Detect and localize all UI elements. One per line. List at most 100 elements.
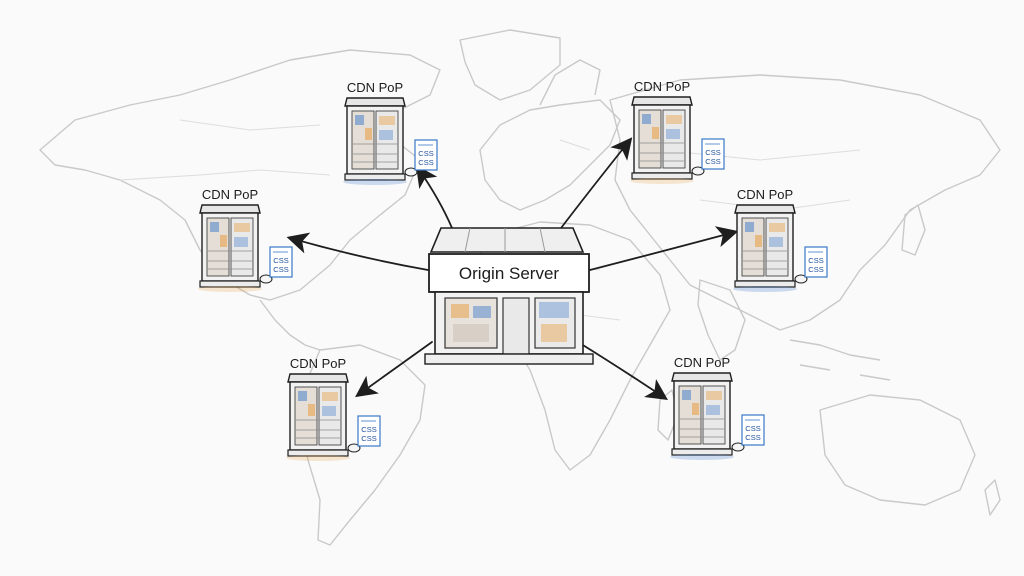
kiosk-window-left [741,217,765,277]
asia-outline [609,74,1001,331]
css-file-text-2: CSS [705,157,720,166]
css-file-paper [414,139,438,171]
kiosk-poster-blue [745,222,754,232]
southeast-asia-islands-outline [789,339,891,381]
kiosk-shelf-items [706,391,722,400]
kiosk-shelf-items [322,392,338,401]
css-file-paper [741,414,765,446]
cdn-pop-label: CDN PoP [202,187,258,202]
css-file-text-1: CSS [418,149,433,158]
kiosk-shadow [630,178,694,184]
kiosk-roof [287,373,349,383]
css-file-paper [269,246,293,278]
origin-door [502,297,530,355]
cup-icon [794,274,808,284]
cdn-pop-label: CDN PoP [347,80,403,95]
kiosk-poster-orange [755,235,762,247]
kiosk-window-right [230,217,254,277]
kiosk-roof [344,97,406,107]
css-file-text-2: CSS [808,265,823,274]
css-file-text-1: CSS [273,256,288,265]
central-america-outline [259,299,321,351]
kiosk-roof [631,96,693,106]
kiosk-shelf-items [769,223,785,232]
north-america-outline [39,49,441,301]
kiosk-roof [734,204,796,214]
origin-cabinet [541,324,567,342]
css-file-text-2: CSS [745,433,760,442]
origin-server-label: Origin Server [459,264,559,283]
australia-outline [819,394,976,506]
arrow-to-north-america-north [415,165,453,229]
kiosk-screen [706,405,720,415]
css-file-text-2: CSS [361,434,376,443]
kiosk-screen [234,237,248,247]
css-file-text-1: CSS [705,148,720,157]
kiosk-screen [666,129,680,139]
kiosk-shelf-items [379,116,395,125]
kiosk-window-right [702,385,726,445]
kiosk-poster-blue [298,391,307,401]
arrow-to-asia [589,226,739,271]
origin-base [424,353,594,365]
europe-outline [479,99,621,211]
origin-server: Origin Server [424,227,594,365]
css-file-text-2: CSS [418,158,433,167]
arrow-to-europe [557,137,633,233]
greenland-outline [459,29,561,101]
kiosk-poster-orange [692,403,699,415]
css-file-paper [804,246,828,278]
kiosk-base [631,172,693,180]
cup-icon [347,443,361,453]
india-outline [697,279,746,361]
cdn-pop-label: CDN PoP [674,355,730,370]
kiosk-screen [322,406,336,416]
kiosk-shadow [343,179,407,185]
kiosk-poster-blue [210,222,219,232]
origin-roof-lines [464,227,546,253]
kiosk-window-right [765,217,789,277]
css-file-text-1: CSS [745,424,760,433]
kiosk-shelf-items [234,223,250,232]
connection-arrows [286,137,739,400]
origin-poster-1 [451,304,469,318]
kiosk-poster-blue [642,114,651,124]
origin-roof [429,227,585,253]
kiosk-roof [671,372,733,382]
kiosk-base [734,280,796,288]
madagascar-outline [657,389,679,441]
kiosk-base [344,173,406,181]
css-file-paper [357,415,381,447]
origin-sign [428,253,590,293]
kiosk-window-left [351,110,375,170]
kiosk-shadow [286,455,350,461]
kiosk-poster-blue [682,390,691,400]
kiosk-poster-blue [355,115,364,125]
kiosk-poster-orange [308,404,315,416]
kiosk-window-left [678,385,702,445]
cdn-pop-label: CDN PoP [290,356,346,371]
origin-poster-2 [473,306,491,318]
kiosk-window-right [662,109,686,169]
arrow-to-south-america [355,341,433,398]
kiosk-window-left [206,217,230,277]
kiosk-base [287,449,349,457]
kiosk-window-left [294,386,318,446]
css-file-paper [701,138,725,170]
cup-icon [404,167,418,177]
new-zealand-outline [984,479,1001,516]
css-file-text-1: CSS [808,256,823,265]
